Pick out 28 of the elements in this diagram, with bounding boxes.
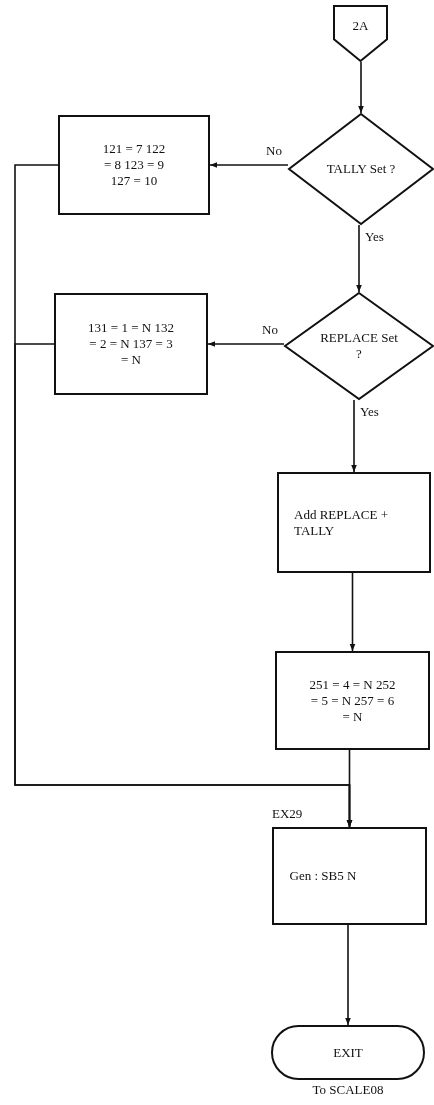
node-text: 251 = 4 = N 252 = 5 = N 257 = 6 = N: [308, 676, 397, 725]
node-text: Gen : SB5 N: [289, 868, 358, 884]
off-page-connector: [333, 5, 388, 62]
node-text: Add REPLACE + TALLY: [294, 506, 389, 539]
node-text: 131 = 1 = N 132 = 2 = N 137 = 3 = N: [87, 320, 175, 368]
arrow: [356, 224, 362, 293]
terminator: [271, 1025, 425, 1080]
arrow: [209, 162, 289, 168]
arrow: [207, 341, 285, 347]
process-box: [275, 651, 430, 750]
node-caption: EX29: [272, 806, 303, 822]
node-text: TALLY Set ?: [325, 161, 397, 177]
node-text: 2A: [351, 17, 370, 34]
arrow: [345, 924, 351, 1026]
arrow: [351, 399, 357, 473]
process-box: [277, 472, 431, 573]
arrow: [349, 572, 356, 652]
decision-diamond: [288, 113, 434, 225]
node-text: REPLACE Set ?: [319, 330, 399, 362]
process-box: [58, 115, 210, 215]
node-text: 121 = 7 122 = 8 123 = 9 127 = 10: [101, 141, 167, 189]
decision-diamond: [284, 292, 434, 400]
process-box: [54, 293, 208, 395]
arrow: [358, 61, 364, 114]
process-box: [272, 827, 427, 925]
node-caption: To SCALE08: [311, 1082, 385, 1098]
node-text: EXIT: [332, 1044, 364, 1061]
arrow: [346, 749, 353, 828]
